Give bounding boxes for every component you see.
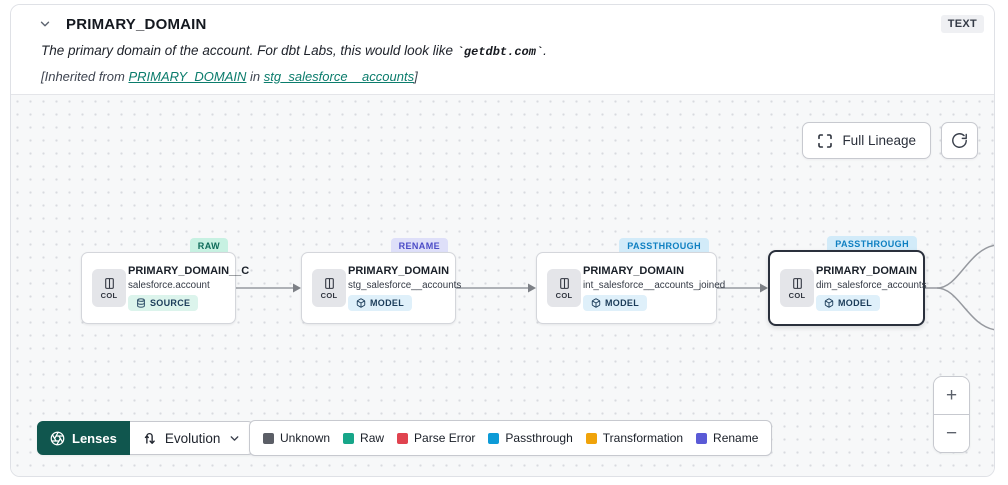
legend-item-parse-error: Parse Error [397, 431, 475, 445]
column-description: The primary domain of the account. For d… [41, 43, 974, 59]
legend-label: Rename [713, 431, 759, 445]
legend-item-raw: Raw [343, 431, 384, 445]
aperture-icon [50, 431, 65, 445]
resource-type-label: SOURCE [150, 298, 191, 308]
canvas-toolbar: Full Lineage [802, 122, 978, 159]
columns-icon [792, 277, 802, 289]
collapse-chevron-icon[interactable] [36, 15, 54, 33]
header-row: PRIMARY_DOMAIN TEXT [36, 15, 984, 33]
inherited-column-link[interactable]: PRIMARY_DOMAIN [128, 69, 247, 84]
resource-type-badge: MODEL [348, 295, 412, 311]
resource-type-label: MODEL [370, 298, 404, 308]
node-column-name: PRIMARY_DOMAIN [348, 265, 450, 277]
fullscreen-icon [818, 133, 833, 148]
zoom-in-button[interactable]: + [934, 377, 969, 414]
column-chip: COL [92, 269, 126, 307]
column-header: PRIMARY_DOMAIN TEXT The primary domain o… [11, 5, 994, 94]
node-column-name: PRIMARY_DOMAIN__C [128, 265, 250, 277]
page-title: PRIMARY_DOMAIN [66, 15, 207, 33]
inherited-suffix: ] [414, 69, 418, 84]
lineage-card: PRIMARY_DOMAIN TEXT The primary domain o… [10, 4, 995, 477]
lineage-node-staging[interactable]: RENAME COL PRIMARY_DOMAIN stg_salesforce… [301, 238, 462, 324]
inherited-prefix: [Inherited from [41, 69, 129, 84]
chevron-down-icon [230, 435, 239, 441]
node-body: PRIMARY_DOMAIN__C salesforce.account SOU… [128, 253, 250, 323]
zoom-controls: + − [933, 376, 970, 453]
lenses-label: Lenses [72, 430, 117, 446]
zoom-out-button[interactable]: − [934, 415, 969, 452]
inherited-model-link[interactable]: stg_salesforce__accounts [263, 69, 415, 84]
lineage-node-dim-selected[interactable]: PASSTHROUGH COL PRIMARY_DOMAIN dim_sales… [768, 236, 927, 326]
legend-swatch [585, 432, 597, 444]
node-card: COL PRIMARY_DOMAIN int_salesforce__accou… [536, 252, 726, 324]
resource-type-label: MODEL [838, 298, 872, 308]
legend-swatch [263, 432, 274, 444]
resource-type-badge: MODEL [816, 295, 880, 311]
full-lineage-label: Full Lineage [842, 133, 916, 148]
lineage-canvas[interactable]: Full Lineage RAW COL PRIMARY_DOMAIN__C s… [11, 94, 994, 476]
col-label: COL [320, 290, 338, 300]
col-label: COL [100, 290, 118, 300]
node-card: COL PRIMARY_DOMAIN dim_salesforce_accoun… [768, 250, 927, 326]
node-card: COL PRIMARY_DOMAIN stg_salesforce__accou… [301, 252, 462, 324]
description-text: The primary domain of the account. For d… [41, 43, 457, 58]
col-label: COL [555, 290, 573, 300]
legend-label: Parse Error [414, 431, 476, 445]
refresh-button[interactable] [941, 122, 978, 159]
resource-type-badge: MODEL [583, 295, 647, 311]
cube-icon [356, 298, 366, 308]
legend-item-rename: Rename [696, 431, 758, 445]
node-column-name: PRIMARY_DOMAIN [816, 265, 918, 277]
columns-icon [324, 277, 334, 289]
refresh-icon [952, 133, 967, 148]
legend-item-transformation: Transformation [585, 431, 684, 445]
legend-swatch [397, 432, 409, 444]
node-model-name: int_salesforce__accounts_joined [583, 280, 726, 291]
status-legend: Unknown Raw Parse Error Passthrough Tran… [249, 420, 773, 456]
lenses-button[interactable]: Lenses [37, 421, 130, 455]
lens-dropdown[interactable]: Evolution [129, 421, 255, 455]
node-body: PRIMARY_DOMAIN stg_salesforce__accounts … [348, 253, 462, 323]
inherited-from-note: [Inherited from PRIMARY_DOMAIN in stg_sa… [41, 69, 974, 84]
columns-icon [559, 277, 569, 289]
description-code: `getdbt.com` [456, 45, 544, 59]
legend-swatch [488, 432, 500, 444]
node-body: PRIMARY_DOMAIN int_salesforce__accounts_… [583, 253, 726, 323]
inherited-middle: in [246, 69, 264, 84]
column-chip: COL [547, 269, 581, 307]
column-chip: COL [312, 269, 346, 307]
legend-label: Passthrough [505, 431, 573, 445]
node-card: COL PRIMARY_DOMAIN__C salesforce.account… [81, 252, 250, 324]
legend-swatch [696, 432, 708, 444]
legend-item-passthrough: Passthrough [488, 431, 573, 445]
evolution-icon [144, 432, 155, 444]
cube-icon [591, 298, 601, 308]
lenses-control: Lenses Evolution [37, 421, 255, 455]
columns-icon [104, 277, 114, 289]
column-type-badge: TEXT [940, 15, 984, 33]
zoom-divider [934, 414, 969, 415]
lineage-node-intermediate[interactable]: PASSTHROUGH COL PRIMARY_DOMAIN int_sales… [536, 238, 726, 324]
full-lineage-button[interactable]: Full Lineage [802, 122, 931, 159]
node-model-name: salesforce.account [128, 280, 210, 291]
legend-swatch [343, 432, 355, 444]
legend-label: Transformation [602, 431, 684, 445]
cube-icon [824, 298, 834, 308]
database-icon [137, 298, 145, 308]
col-label: COL [788, 290, 806, 300]
node-model-name: stg_salesforce__accounts [348, 280, 462, 291]
node-body: PRIMARY_DOMAIN dim_salesforce_accounts M… [816, 252, 927, 324]
node-model-name: dim_salesforce_accounts [816, 280, 927, 291]
resource-type-badge: SOURCE [128, 295, 199, 311]
legend-label: Raw [360, 431, 385, 445]
column-chip: COL [780, 269, 814, 307]
lineage-node-source[interactable]: RAW COL PRIMARY_DOMAIN__C salesforce.acc… [81, 238, 250, 324]
description-period: . [543, 43, 547, 58]
legend-item-unknown: Unknown [263, 431, 330, 445]
legend-label: Unknown [280, 431, 331, 445]
node-column-name: PRIMARY_DOMAIN [583, 265, 685, 277]
lens-selected-label: Evolution [164, 430, 221, 446]
resource-type-label: MODEL [605, 298, 639, 308]
